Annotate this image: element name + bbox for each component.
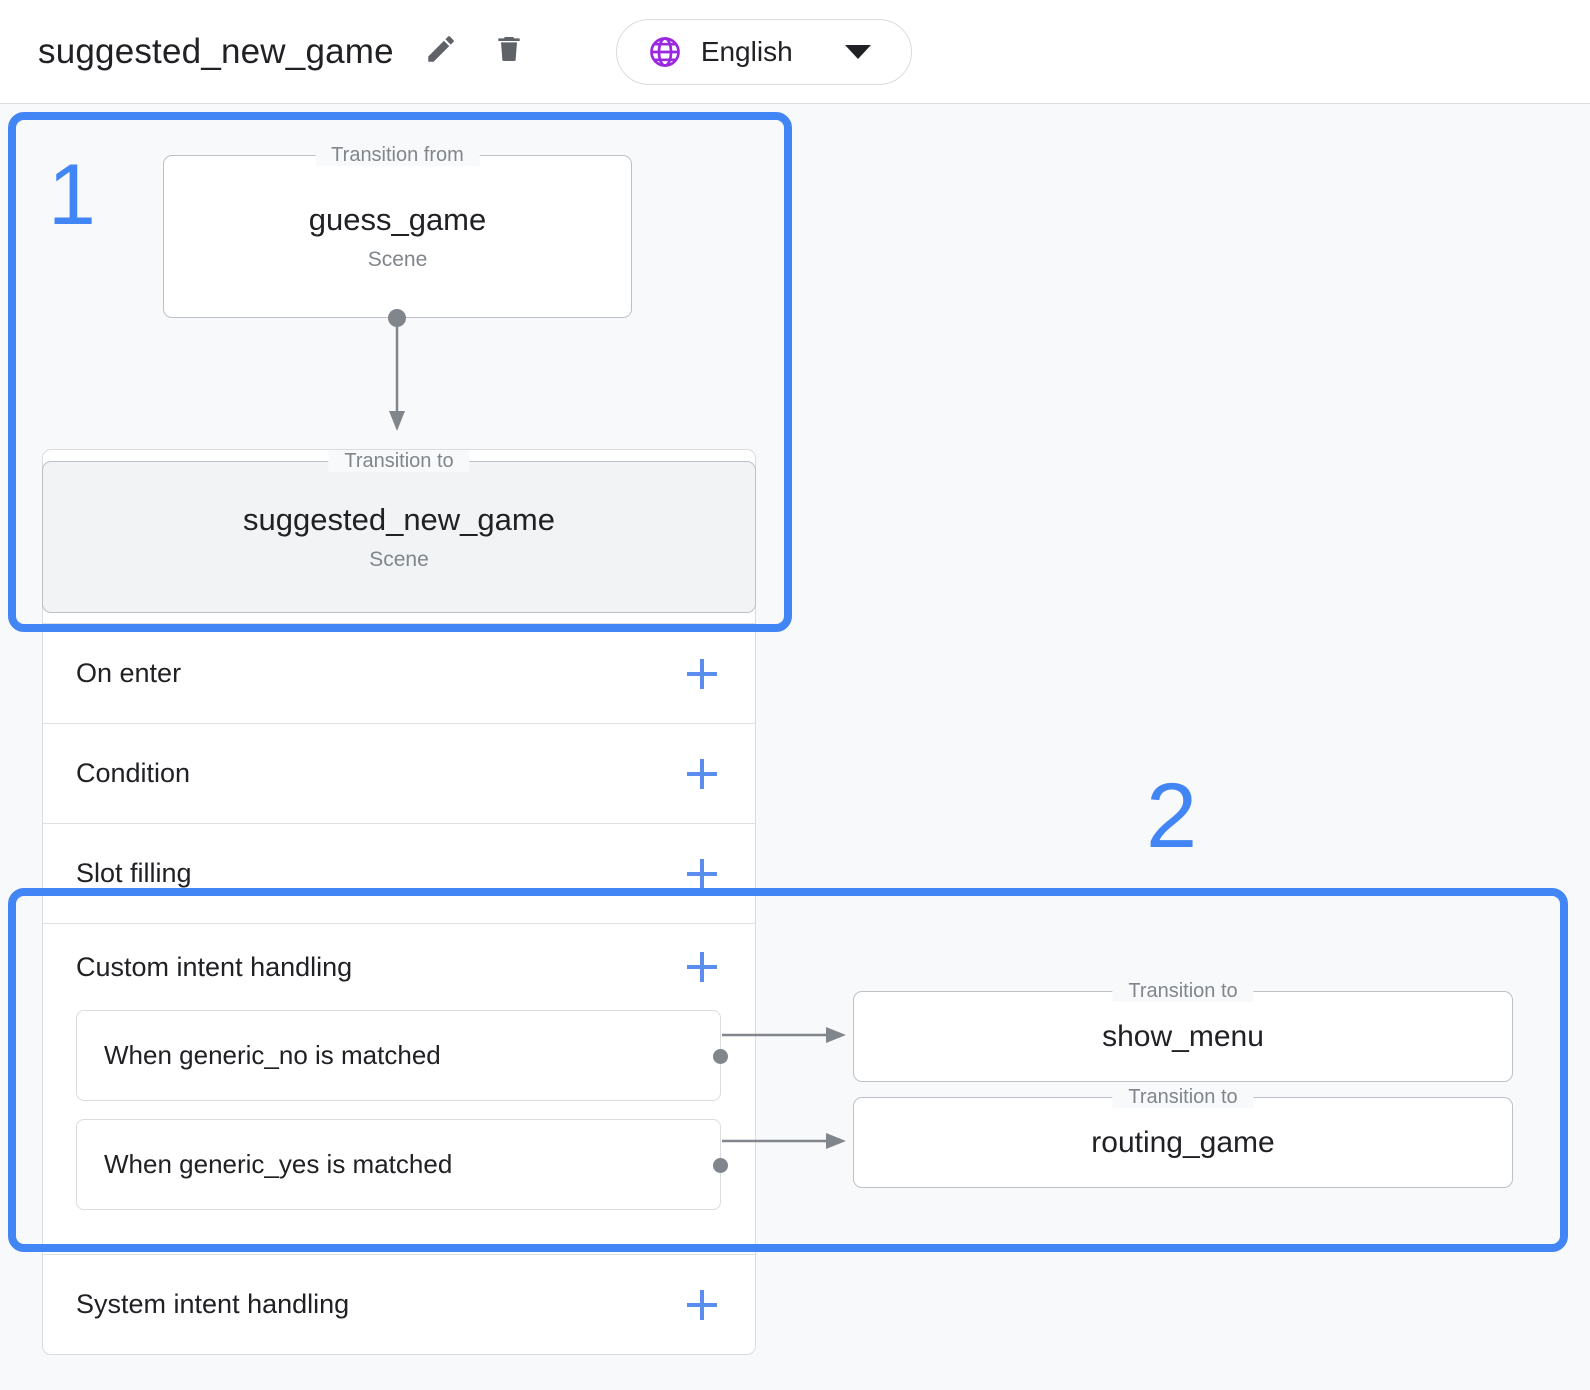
language-select-value: English — [700, 35, 793, 67]
scene-row-on-enter[interactable]: On enter — [43, 623, 755, 723]
chevron-down-icon — [844, 44, 871, 59]
scene-row-label: Condition — [76, 758, 191, 788]
add-system-intent-button[interactable] — [687, 1289, 717, 1320]
globe-icon — [647, 34, 683, 70]
language-select[interactable]: English — [615, 18, 912, 85]
scene-row-custom-intent-handling: Custom intent handling When generic_no i… — [43, 923, 755, 1254]
intent-handler-label: When generic_yes is matched — [104, 1149, 453, 1179]
scene-row-label: Slot filling — [76, 858, 192, 888]
transition-to-legend: Transition to — [328, 450, 470, 472]
delete-scene-button[interactable] — [486, 29, 532, 75]
target-name: routing_game — [1091, 1125, 1275, 1159]
add-on-enter-button[interactable] — [687, 658, 717, 689]
add-slot-filling-button[interactable] — [687, 858, 717, 889]
transition-from-type: Scene — [367, 247, 428, 271]
edit-scene-button[interactable] — [418, 29, 464, 75]
transition-to-node[interactable]: Transition to suggested_new_game Scene — [42, 450, 756, 613]
intent-handler-item[interactable]: When generic_yes is matched — [76, 1119, 728, 1210]
target-legend: Transition to — [1112, 1086, 1254, 1108]
target-node-show-menu[interactable]: Transition to show_menu — [853, 980, 1513, 1082]
transition-to-name: suggested_new_game — [243, 502, 555, 537]
transition-from-name: guess_game — [308, 201, 487, 237]
target-name: show_menu — [1102, 1019, 1264, 1053]
scene-row-system-intent-handling[interactable]: System intent handling — [43, 1254, 755, 1354]
trash-icon — [493, 32, 525, 71]
scene-row-label: System intent handling — [76, 1289, 350, 1319]
app-header: suggested_new_game English — [0, 0, 1590, 104]
annotation-number-1: 1 — [48, 147, 96, 243]
intent-handler-connector-dot — [713, 1048, 728, 1064]
transition-from-node[interactable]: Transition from guess_game Scene — [163, 144, 632, 318]
intent-handler-connector-dot — [713, 1157, 728, 1173]
scene-editor-canvas: Transition from guess_game Scene Transit… — [0, 104, 1590, 1390]
intent-handler-label: When generic_no is matched — [104, 1040, 441, 1070]
scene-row-label: Custom intent handling — [76, 951, 353, 982]
transition-from-legend: Transition from — [315, 144, 480, 166]
annotation-number-2: 2 — [1146, 765, 1198, 867]
scene-detail-card: Transition to suggested_new_game Scene O… — [42, 449, 756, 1355]
page-title: suggested_new_game — [38, 31, 394, 71]
transition-to-type: Scene — [369, 548, 429, 571]
target-legend: Transition to — [1112, 980, 1254, 1002]
pencil-icon — [424, 32, 458, 71]
target-node-routing-game[interactable]: Transition to routing_game — [853, 1086, 1513, 1188]
add-custom-intent-button[interactable] — [687, 952, 717, 982]
scene-row-label: On enter — [76, 658, 182, 688]
scene-row-condition[interactable]: Condition — [43, 723, 755, 823]
add-condition-button[interactable] — [687, 758, 717, 789]
custom-intent-handling-header[interactable]: Custom intent handling — [43, 924, 755, 1010]
intent-handler-item[interactable]: When generic_no is matched — [76, 1010, 728, 1101]
scene-row-slot-filling[interactable]: Slot filling — [43, 823, 755, 923]
